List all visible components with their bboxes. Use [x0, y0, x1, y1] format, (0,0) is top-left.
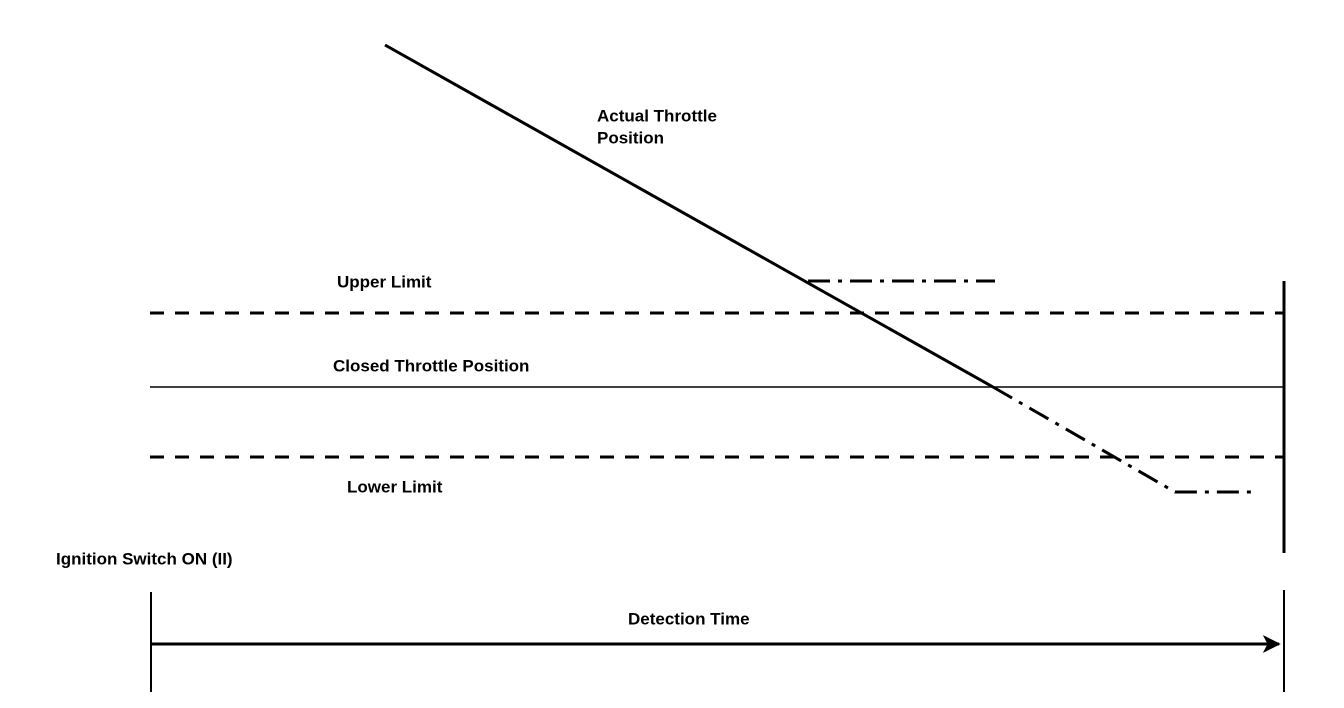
throttle-lower-dashdot-trace	[992, 385, 1252, 494]
detection-time-label: Detection Time	[628, 609, 750, 628]
actual-throttle-position-trace	[384, 43, 994, 389]
actual-throttle-label-line1: Actual Throttle	[597, 106, 717, 125]
ignition-switch-label: Ignition Switch ON (II)	[56, 549, 233, 568]
upper-limit-label: Upper Limit	[337, 272, 432, 291]
lower-limit-label: Lower Limit	[347, 477, 443, 496]
closed-throttle-position-label: Closed Throttle Position	[333, 356, 529, 375]
actual-throttle-label-line2: Position	[597, 128, 664, 147]
